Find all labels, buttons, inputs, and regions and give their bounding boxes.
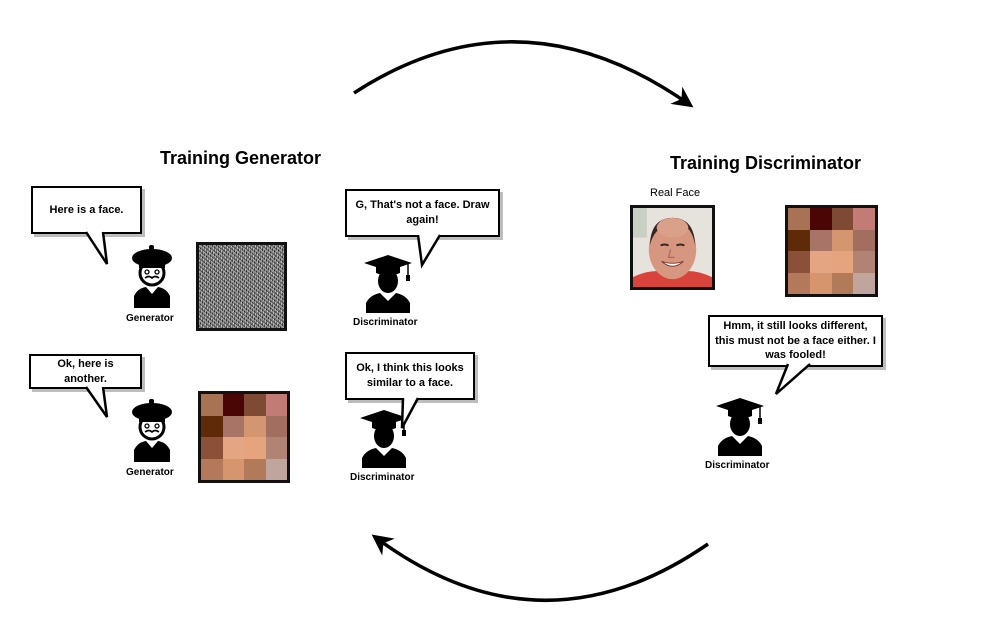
pixel-cell — [222, 394, 244, 416]
pixel-cell — [809, 272, 832, 294]
discriminator-icon — [716, 398, 764, 456]
training-discriminator-title: Training Discriminator — [670, 153, 862, 173]
pixel-cell — [809, 208, 832, 230]
pixel-cell — [244, 394, 266, 416]
discriminator-icon — [360, 410, 408, 468]
pixel-cell — [222, 415, 244, 437]
pixel-cell — [788, 229, 810, 251]
pixel-cell — [788, 251, 810, 273]
pixel-cell — [853, 251, 875, 273]
speech-tail — [84, 231, 109, 265]
generator-icon — [132, 399, 172, 462]
pixel-cell — [244, 458, 266, 480]
pixel-cell — [201, 437, 223, 459]
speech-tail — [416, 234, 442, 269]
speech-tail — [400, 397, 420, 429]
pixel-cell — [788, 272, 810, 294]
pixel-cell — [201, 394, 223, 416]
pixel-cell — [244, 415, 266, 437]
pixel-cell — [265, 437, 287, 459]
pixel-cell — [222, 437, 244, 459]
pixel-cell — [853, 272, 875, 294]
pixel-cell — [265, 458, 287, 480]
discriminator-speech-text-1: G, That's not a face. Draw again! — [355, 199, 490, 226]
speech-tail — [84, 386, 109, 418]
pixel-cell — [809, 251, 832, 273]
pixel-cell — [265, 415, 287, 437]
discriminator-speech-text-3: Hmm, it still looks different, this must… — [715, 319, 876, 362]
bottom-cycle-arrow — [371, 534, 709, 602]
pixel-cell — [853, 229, 875, 251]
discriminator-speech-text-2: Ok, I think this looks similar to a face… — [356, 362, 464, 389]
random-noise-image — [196, 242, 287, 331]
generator-speech-bubble-2: Ok, here is another. — [29, 354, 142, 389]
speech-tail — [774, 363, 811, 395]
real-face-image — [630, 205, 715, 290]
pixel-cell — [809, 229, 832, 251]
generator-label-1: Generator — [126, 313, 174, 324]
discriminator-label-3: Discriminator — [705, 460, 770, 471]
pixel-cell — [788, 208, 810, 230]
pixel-cell — [265, 394, 287, 416]
pixel-cell — [831, 229, 854, 251]
pixel-cell — [831, 208, 854, 230]
discriminator-speech-bubble-3: Hmm, it still looks different, this must… — [708, 315, 883, 367]
generator-label-2: Generator — [126, 467, 174, 478]
pixel-cell — [244, 437, 266, 459]
generator-speech-bubble-1: Here is a face. — [31, 186, 142, 234]
top-cycle-arrow — [353, 40, 694, 108]
generator-speech-text-2: Ok, here is another. — [57, 357, 114, 385]
discriminator-speech-bubble-2: Ok, I think this looks similar to a face… — [345, 352, 475, 400]
pixel-cell — [201, 458, 223, 480]
pixelated-face-image — [785, 205, 878, 297]
training-generator-title: Training Generator — [160, 148, 322, 168]
pixelated-face-image — [198, 391, 290, 483]
pixel-cell — [831, 272, 854, 294]
generator-speech-text-1: Here is a face. — [49, 203, 124, 216]
discriminator-label-1: Discriminator — [353, 317, 418, 328]
pixel-cell — [853, 208, 875, 230]
real-face-label: Real Face — [650, 187, 701, 199]
pixel-cell — [201, 415, 223, 437]
discriminator-speech-bubble-1: G, That's not a face. Draw again! — [345, 189, 500, 237]
pixel-cell — [831, 251, 854, 273]
pixel-cell — [222, 458, 244, 480]
generator-icon — [132, 245, 172, 308]
discriminator-label-2: Discriminator — [350, 472, 415, 483]
discriminator-icon — [364, 255, 412, 313]
